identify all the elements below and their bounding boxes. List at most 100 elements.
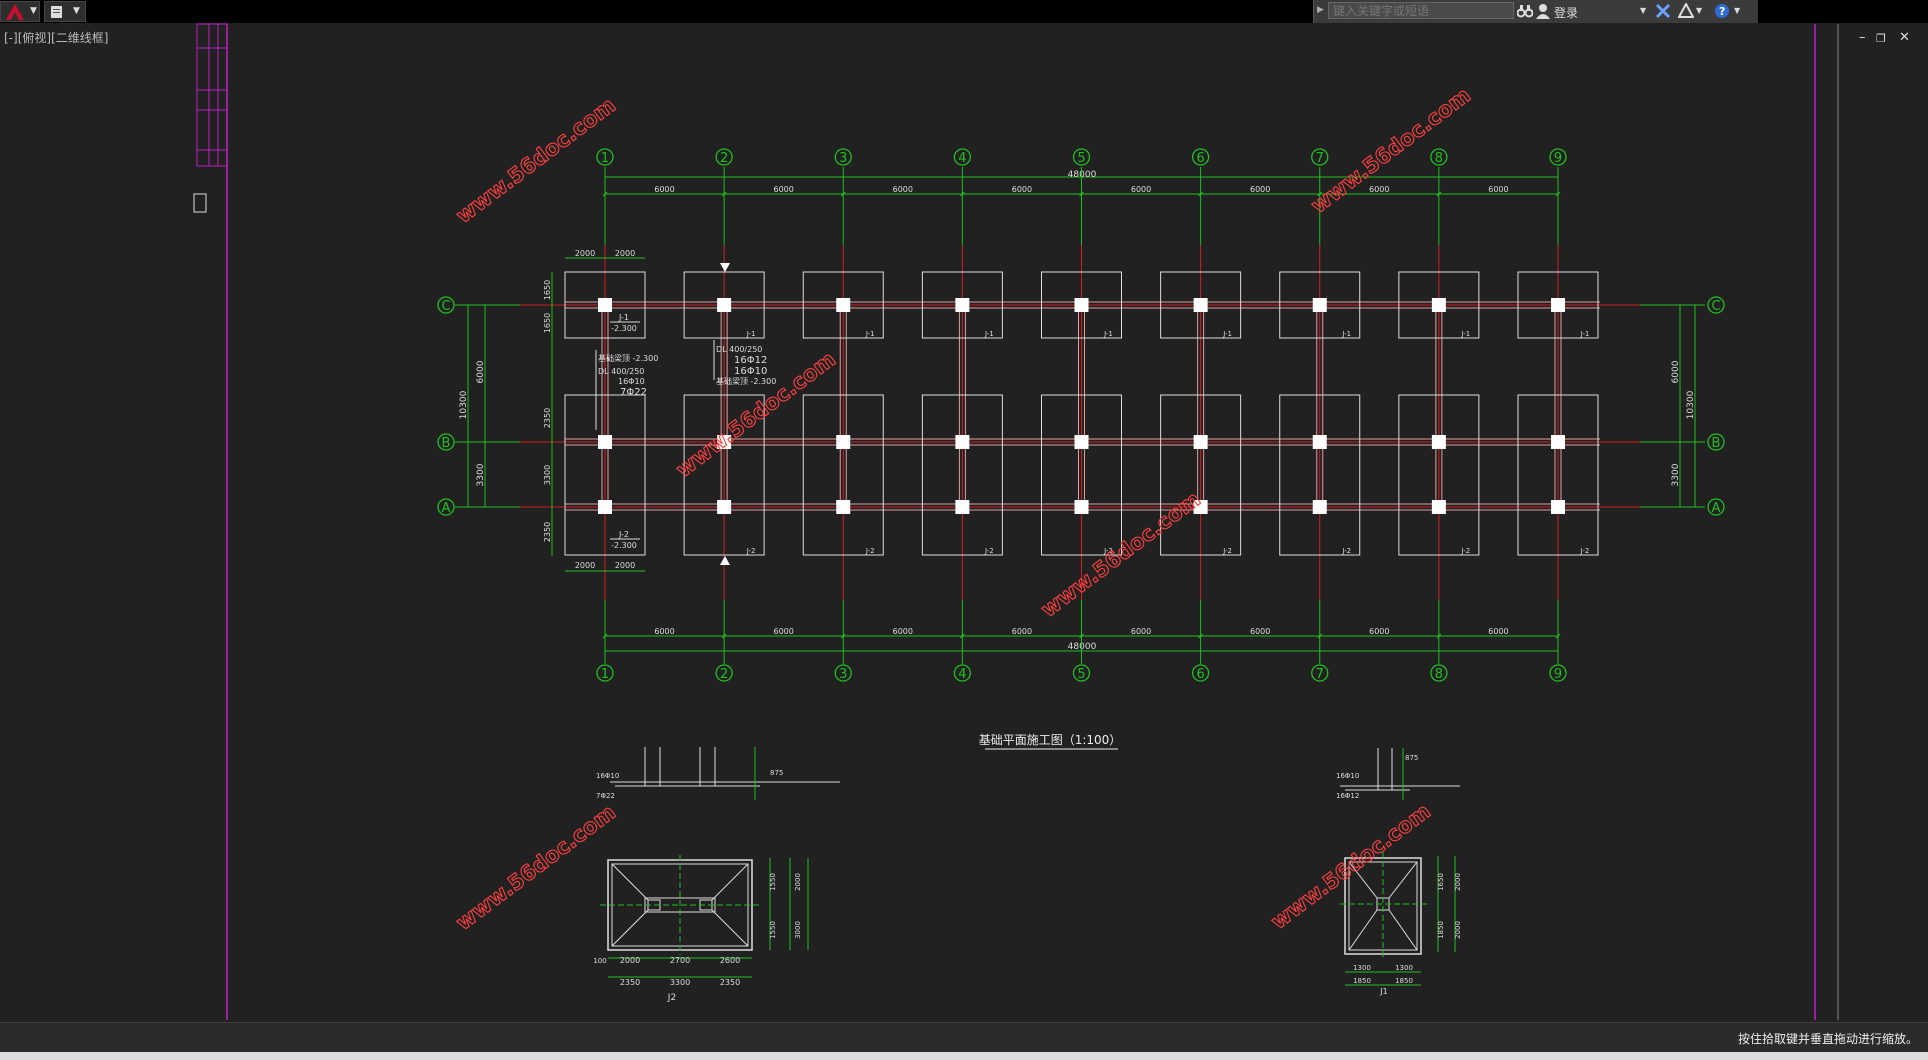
axis-label-top-2: 2 [720, 151, 728, 166]
det-bar-c: 16Φ10 [1336, 772, 1359, 780]
axis-label-top-8: 8 [1435, 151, 1443, 166]
search-input[interactable] [1328, 2, 1514, 19]
dim-tick-bottom [960, 633, 965, 639]
det-j2-2600: 2600 [720, 956, 740, 965]
help-icon[interactable]: ? [1714, 3, 1730, 19]
footing-tag-j2: J-2 [1341, 547, 1351, 555]
column-block [598, 500, 612, 514]
det-j2-1550-a: 1550 [769, 873, 777, 891]
axis-bubble-top-7 [1311, 148, 1329, 166]
footing-j2 [683, 394, 765, 556]
dim-1650-b: 1650 [543, 313, 552, 333]
bay-dim-top: 6000 [1250, 185, 1270, 194]
axis-label-top-3: 3 [839, 151, 847, 166]
beam-bar-note-4: 16Φ10 [734, 366, 767, 377]
axis-bubble-right-A [1707, 498, 1725, 516]
footing-elev-j2: -2.300 [611, 541, 637, 550]
autocad-logo-icon [6, 4, 24, 20]
axis-label-bottom-5: 5 [1077, 667, 1085, 682]
bay-dim-bottom: 6000 [1131, 627, 1151, 636]
bay-dim-bottom: 6000 [1250, 627, 1270, 636]
column-block [1193, 500, 1208, 514]
det-j2-2700: 2700 [670, 956, 690, 965]
axis-bubble-bottom-1 [596, 664, 614, 682]
footing-j1 [1398, 271, 1480, 339]
quick-access-toolbar[interactable]: ▼ [44, 1, 86, 22]
footing-j1 [1160, 271, 1242, 339]
dim-tick-bottom [721, 633, 727, 639]
connect-icon[interactable] [1678, 3, 1694, 19]
footing-tag-j2: J-2 [1222, 547, 1232, 555]
dim-tick-top [840, 191, 846, 197]
document-icon [51, 6, 62, 18]
drawing-title: 基础平面施工图（1:100） [979, 733, 1122, 747]
column-block [1551, 435, 1565, 449]
bay-dim-bottom: 6000 [1488, 627, 1508, 636]
footing-j1 [1041, 271, 1122, 339]
app-menu-button[interactable]: ▼ [0, 1, 40, 22]
dim-2000-d: 2000 [615, 561, 635, 570]
exchange-apps-icon[interactable] [1655, 3, 1671, 19]
axis-bubble-top-1 [596, 148, 614, 166]
bay-dim-bottom: 6000 [1369, 627, 1389, 636]
det-j1-1300-b: 1300 [1395, 964, 1413, 972]
dim-2000-b: 2000 [615, 249, 635, 258]
chevron-down-icon[interactable]: ▼ [1696, 6, 1703, 15]
login-label[interactable]: 登录 [1554, 6, 1579, 20]
footing-j2 [1517, 394, 1599, 556]
det-bar-a: 16Φ10 [596, 772, 619, 780]
axis-label-bottom-3: 3 [839, 667, 847, 682]
det-j2-2000-v: 2000 [794, 873, 802, 891]
footing-j2 [1398, 394, 1480, 556]
column-block [1193, 298, 1208, 312]
axis-bubble-top-5 [1072, 148, 1091, 166]
det-j1-1300-a: 1300 [1353, 964, 1371, 972]
dim-tick-bottom [602, 633, 608, 639]
footing-tag-j1: J-1 [1103, 330, 1113, 338]
footing-j1 [802, 271, 884, 339]
dim-2350-a: 2350 [543, 408, 552, 428]
footing-tag-j1: J-1 [865, 330, 875, 338]
axis-label-top-9: 9 [1554, 151, 1562, 166]
footing-label-j1-main: J-1 [618, 313, 629, 322]
chevron-down-icon[interactable]: ▼ [1734, 6, 1741, 15]
minimize-icon[interactable]: – [1859, 30, 1866, 45]
column-block [1074, 298, 1089, 312]
bay-dim-bottom: 6000 [654, 627, 674, 636]
footing-tag-j1: J-1 [984, 330, 994, 338]
column-block [836, 435, 851, 449]
column-block [1551, 500, 1565, 514]
dim-6000-left: 6000 [476, 360, 486, 383]
svg-text:?: ? [1719, 5, 1725, 18]
dim-tick-top [721, 191, 727, 197]
chevron-down-icon[interactable]: ▼ [1640, 6, 1647, 15]
det-j1-1850-b: 1850 [1395, 977, 1413, 985]
det-875-b: 875 [1405, 754, 1418, 762]
det-j2-3000-v: 3000 [794, 921, 802, 939]
expand-arrow-icon[interactable]: ▶ [1317, 5, 1324, 15]
footing-tag-j1: J-1 [1460, 330, 1470, 338]
chevron-down-icon: ▼ [73, 6, 80, 16]
binoculars-icon[interactable] [1517, 3, 1533, 19]
axis-label-right-B: B [1712, 436, 1721, 451]
dim-tick-top [1317, 191, 1323, 197]
footing-j2 [802, 394, 884, 556]
user-icon [1536, 4, 1550, 19]
dim-tick-top [602, 191, 608, 197]
footing-j1 [1517, 271, 1599, 339]
column-block [836, 500, 851, 514]
axis-bubble-left-A [437, 498, 455, 516]
beam-note-left: 基础梁顶 -2.300 DL 400/250 16Φ10 7Φ22 [595, 350, 658, 430]
dim-10300-left: 10300 [459, 390, 469, 419]
bay-dim-bottom: 6000 [774, 627, 794, 636]
axis-label-bottom-9: 9 [1554, 667, 1562, 682]
close-icon[interactable]: ✕ [1899, 30, 1910, 45]
det-875-a: 875 [770, 769, 783, 777]
restore-icon[interactable]: ❐ [1876, 32, 1886, 45]
viewport-label[interactable]: [-][俯视][二维线框] [4, 31, 109, 45]
axis-label-right-A: A [1712, 501, 1721, 516]
column-block [1312, 298, 1327, 312]
axis-label-left-A: A [442, 501, 451, 516]
axis-bubble-left-C [437, 296, 455, 314]
drawing-canvas[interactable]: 48000 48000 1160006000226000600033600060… [0, 22, 1928, 1022]
